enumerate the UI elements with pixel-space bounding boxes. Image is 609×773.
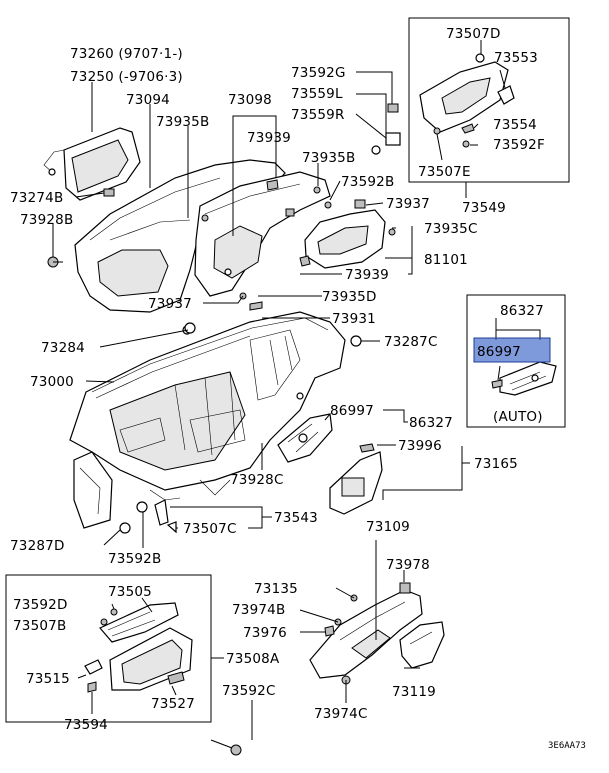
callout-73287D[interactable]: 73287D bbox=[10, 538, 65, 554]
callout-73931[interactable]: 73931 bbox=[332, 311, 376, 327]
callout-73928B[interactable]: 73928B bbox=[20, 212, 73, 228]
callout-73939-a[interactable]: 73939 bbox=[247, 130, 291, 146]
callout-73939-b[interactable]: 73939 bbox=[345, 267, 389, 283]
callout-73974B[interactable]: 73974B bbox=[232, 602, 285, 618]
dashboard-panel-73000 bbox=[69, 311, 346, 529]
cluster-bezel-73098 bbox=[194, 171, 331, 297]
callout-81101[interactable]: 81101 bbox=[424, 252, 468, 268]
callout-73594[interactable]: 73594 bbox=[64, 717, 108, 733]
callout-73109[interactable]: 73109 bbox=[366, 519, 410, 535]
screw-73928B bbox=[47, 256, 63, 268]
leader-lines bbox=[52, 40, 541, 749]
cover-73119 bbox=[399, 621, 445, 669]
callout-73507D[interactable]: 73507D bbox=[446, 26, 501, 42]
callout-73937-b[interactable]: 73937 bbox=[148, 296, 192, 312]
callout-73935D[interactable]: 73935D bbox=[322, 289, 377, 305]
callout-86997-b[interactable]: 86997 bbox=[330, 403, 374, 419]
callout-73000[interactable]: 73000 bbox=[30, 374, 74, 390]
fasteners-upper bbox=[184, 179, 362, 347]
callout-73978[interactable]: 73978 bbox=[386, 557, 430, 573]
callout-86327-b[interactable]: 86327 bbox=[409, 415, 453, 431]
callout-73935C[interactable]: 73935C bbox=[424, 221, 478, 237]
callout-73508A[interactable]: 73508A bbox=[226, 651, 280, 667]
callout-73527[interactable]: 73527 bbox=[151, 696, 195, 712]
callout-73135[interactable]: 73135 bbox=[254, 581, 298, 597]
callout-73250[interactable]: 73250 (-9706·3) bbox=[70, 69, 183, 85]
callout-73515[interactable]: 73515 bbox=[26, 671, 70, 687]
callout-73592D[interactable]: 73592D bbox=[13, 597, 68, 613]
callout-73260[interactable]: 73260 (9707·1-) bbox=[70, 46, 183, 62]
callout-73505[interactable]: 73505 bbox=[108, 584, 152, 600]
callout-73928C[interactable]: 73928C bbox=[230, 472, 284, 488]
callout-73507B[interactable]: 73507B bbox=[13, 618, 66, 634]
callout-73274B[interactable]: 73274B bbox=[10, 190, 63, 206]
callout-73592B-b[interactable]: 73592B bbox=[108, 551, 161, 567]
callout-73559R[interactable]: 73559R bbox=[291, 107, 345, 123]
inset-box-73549 bbox=[408, 17, 570, 183]
callout-73935B-b[interactable]: 73935B bbox=[302, 150, 355, 166]
callout-73098[interactable]: 73098 bbox=[228, 92, 272, 108]
bracket-73543 bbox=[119, 499, 177, 534]
inset-box-73508A bbox=[5, 574, 212, 723]
callout-73592C[interactable]: 73592C bbox=[222, 683, 276, 699]
callout-73592B-a[interactable]: 73592B bbox=[341, 174, 394, 190]
callout-73592G[interactable]: 73592G bbox=[291, 65, 346, 81]
callout-73094[interactable]: 73094 bbox=[126, 92, 170, 108]
callout-86997-a[interactable]: 86997 bbox=[477, 344, 521, 360]
callout-73996[interactable]: 73996 bbox=[398, 438, 442, 454]
diagram-code: 3E6AA73 bbox=[548, 741, 586, 751]
console-panel-73165 bbox=[329, 443, 383, 515]
callout-73287C[interactable]: 73287C bbox=[384, 334, 438, 350]
highlight-86997[interactable] bbox=[473, 337, 551, 363]
duct-81101 bbox=[299, 199, 396, 269]
callout-73935B-a[interactable]: 73935B bbox=[156, 114, 209, 130]
callout-73507C[interactable]: 73507C bbox=[183, 521, 237, 537]
callout-73937-a[interactable]: 73937 bbox=[386, 196, 430, 212]
callout-73543[interactable]: 73543 bbox=[274, 510, 318, 526]
callout-labels: 73260 (9707·1-) 73250 (-9706·3) 73094 73… bbox=[10, 26, 586, 751]
callout-73284[interactable]: 73284 bbox=[41, 340, 85, 356]
callout-73559L[interactable]: 73559L bbox=[291, 86, 343, 102]
glove-box-73505 bbox=[84, 602, 193, 693]
switch-panel-86327 bbox=[277, 413, 333, 463]
callout-73549[interactable]: 73549 bbox=[462, 200, 506, 216]
callout-73507E[interactable]: 73507E bbox=[418, 164, 471, 180]
callout-86327-a[interactable]: 86327 bbox=[500, 303, 544, 319]
callout-73554[interactable]: 73554 bbox=[493, 117, 537, 133]
callout-73976[interactable]: 73976 bbox=[243, 625, 287, 641]
callout-73165[interactable]: 73165 bbox=[474, 456, 518, 472]
switch-73559 bbox=[371, 103, 401, 155]
auto-label: (AUTO) bbox=[493, 409, 543, 425]
panel-73549 bbox=[419, 53, 515, 148]
inset-box-auto bbox=[466, 294, 566, 428]
lower-cover-73109 bbox=[309, 582, 423, 685]
callout-73592F[interactable]: 73592F bbox=[493, 137, 545, 153]
clip-73274B bbox=[103, 188, 115, 197]
auto-panel-86997 bbox=[491, 361, 557, 396]
airbag-module-73260 bbox=[43, 127, 141, 201]
callout-73119[interactable]: 73119 bbox=[392, 684, 436, 700]
callout-73974C[interactable]: 73974C bbox=[314, 706, 368, 722]
screw-73592C bbox=[230, 744, 242, 756]
callout-73553[interactable]: 73553 bbox=[494, 50, 538, 66]
